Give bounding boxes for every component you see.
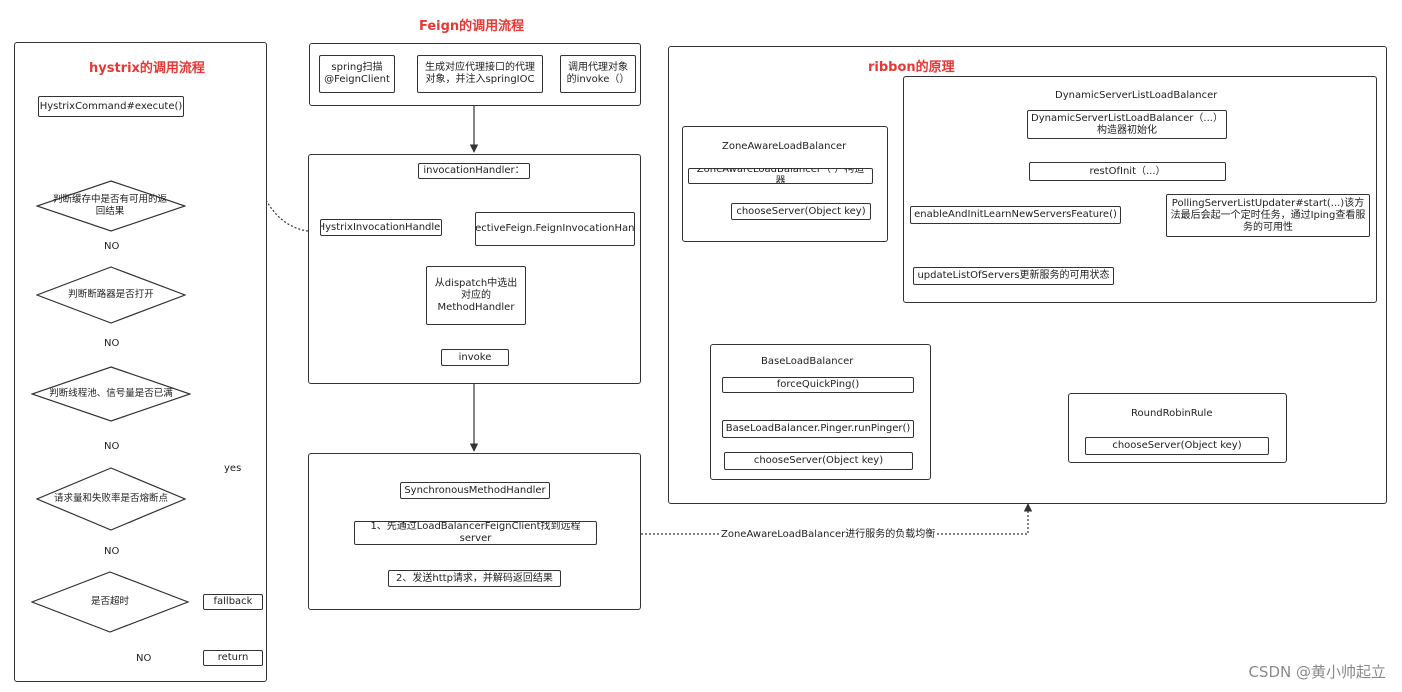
load-balance-note: ZoneAwareLoadBalancer进行服务的负载均衡 (720, 529, 937, 540)
ribbon-title: ribbon的原理 (868, 60, 955, 75)
dynamic-lb-title: DynamicServerListLoadBalancer (1055, 90, 1218, 101)
hystrix-panel (14, 42, 267, 682)
invocation-handler-node: invocationHandler： (418, 163, 530, 179)
label-no-2: NO (103, 338, 121, 349)
decision-timeout-text: 是否超时 (90, 596, 129, 607)
decision-cache (36, 180, 186, 232)
zone-aware-ctor-node: ZoneAwareLoadBalancer（ ）构造器 (688, 168, 873, 184)
synchronous-method-handler-node: SynchronousMethodHandler (400, 482, 550, 499)
label-no-5: NO (135, 653, 153, 664)
feign-scan-node: spring扫描@FeignClient (319, 55, 395, 93)
rest-of-init-node: restOfInit（...） (1029, 162, 1226, 181)
invoke-node: invoke (441, 349, 509, 366)
label-no-1: NO (103, 241, 121, 252)
round-robin-title: RoundRobinRule (1131, 408, 1213, 419)
hystrix-execute-node: HystrixCommand#execute() (38, 96, 184, 117)
fallback-node: fallback (203, 594, 263, 610)
force-quick-ping-node: forceQuickPing() (722, 377, 914, 393)
polling-updater-node: PollingServerListUpdater#start(...)该方法最后… (1166, 194, 1370, 237)
zone-aware-choose-node: chooseServer(Object key) (731, 203, 871, 220)
dynamic-ctor-node: DynamicServerListLoadBalancer（...）构造器初始化 (1027, 110, 1227, 139)
feign-proxy-node: 生成对应代理接口的代理对象，并注入springIOC (417, 55, 543, 93)
csdn-watermark: CSDN @黄小帅起立 (1248, 663, 1386, 681)
label-no-3: NO (103, 441, 121, 452)
zone-aware-panel (682, 126, 888, 242)
enable-feature-node: enableAndInitLearnNewServersFeature() (910, 206, 1121, 224)
decision-breaker (36, 266, 186, 324)
base-choose-server-node: chooseServer(Object key) (724, 452, 913, 470)
decision-breaker-text: 判断断路器是否打开 (68, 289, 154, 300)
label-yes: yes (223, 463, 243, 474)
feign-invoke-proxy-node: 调用代理对象的invoke（） (560, 55, 636, 93)
zone-aware-title: ZoneAwareLoadBalancer (722, 141, 847, 152)
run-pinger-node: BaseLoadBalancer.Pinger.runPinger() (722, 420, 914, 438)
hystrix-invocation-handler-node: HystrixInvocationHandler (320, 219, 442, 236)
decision-threshold (36, 467, 186, 531)
dispatch-node: 从dispatch中选出对应的MethodHandler (426, 266, 526, 325)
decision-pool-text: 判断线程池、信号量是否已满 (49, 388, 173, 399)
step1-node: 1、先通过LoadBalancerFeignClient找到远程server (354, 521, 597, 545)
decision-cache-text: 判断缓存中是否有可用的返回结果 (52, 194, 167, 217)
return-node: return (203, 650, 263, 666)
feign-title: Feign的调用流程 (419, 19, 525, 34)
reflective-feign-handler-node: ReflectiveFeign.FeignInvocationHandler (475, 212, 635, 246)
update-list-node: updateListOfServers更新服务的可用状态 (913, 267, 1114, 285)
base-lb-title: BaseLoadBalancer (761, 356, 854, 367)
decision-threshold-text: 请求量和失败率是否熔断点 (53, 493, 168, 504)
hystrix-title: hystrix的调用流程 (89, 61, 205, 76)
label-no-4: NO (103, 546, 121, 557)
decision-pool (31, 366, 191, 422)
step2-node: 2、发送http请求，并解码返回结果 (388, 570, 561, 587)
decision-timeout (31, 571, 189, 633)
rr-choose-server-node: chooseServer(Object key) (1085, 437, 1269, 455)
